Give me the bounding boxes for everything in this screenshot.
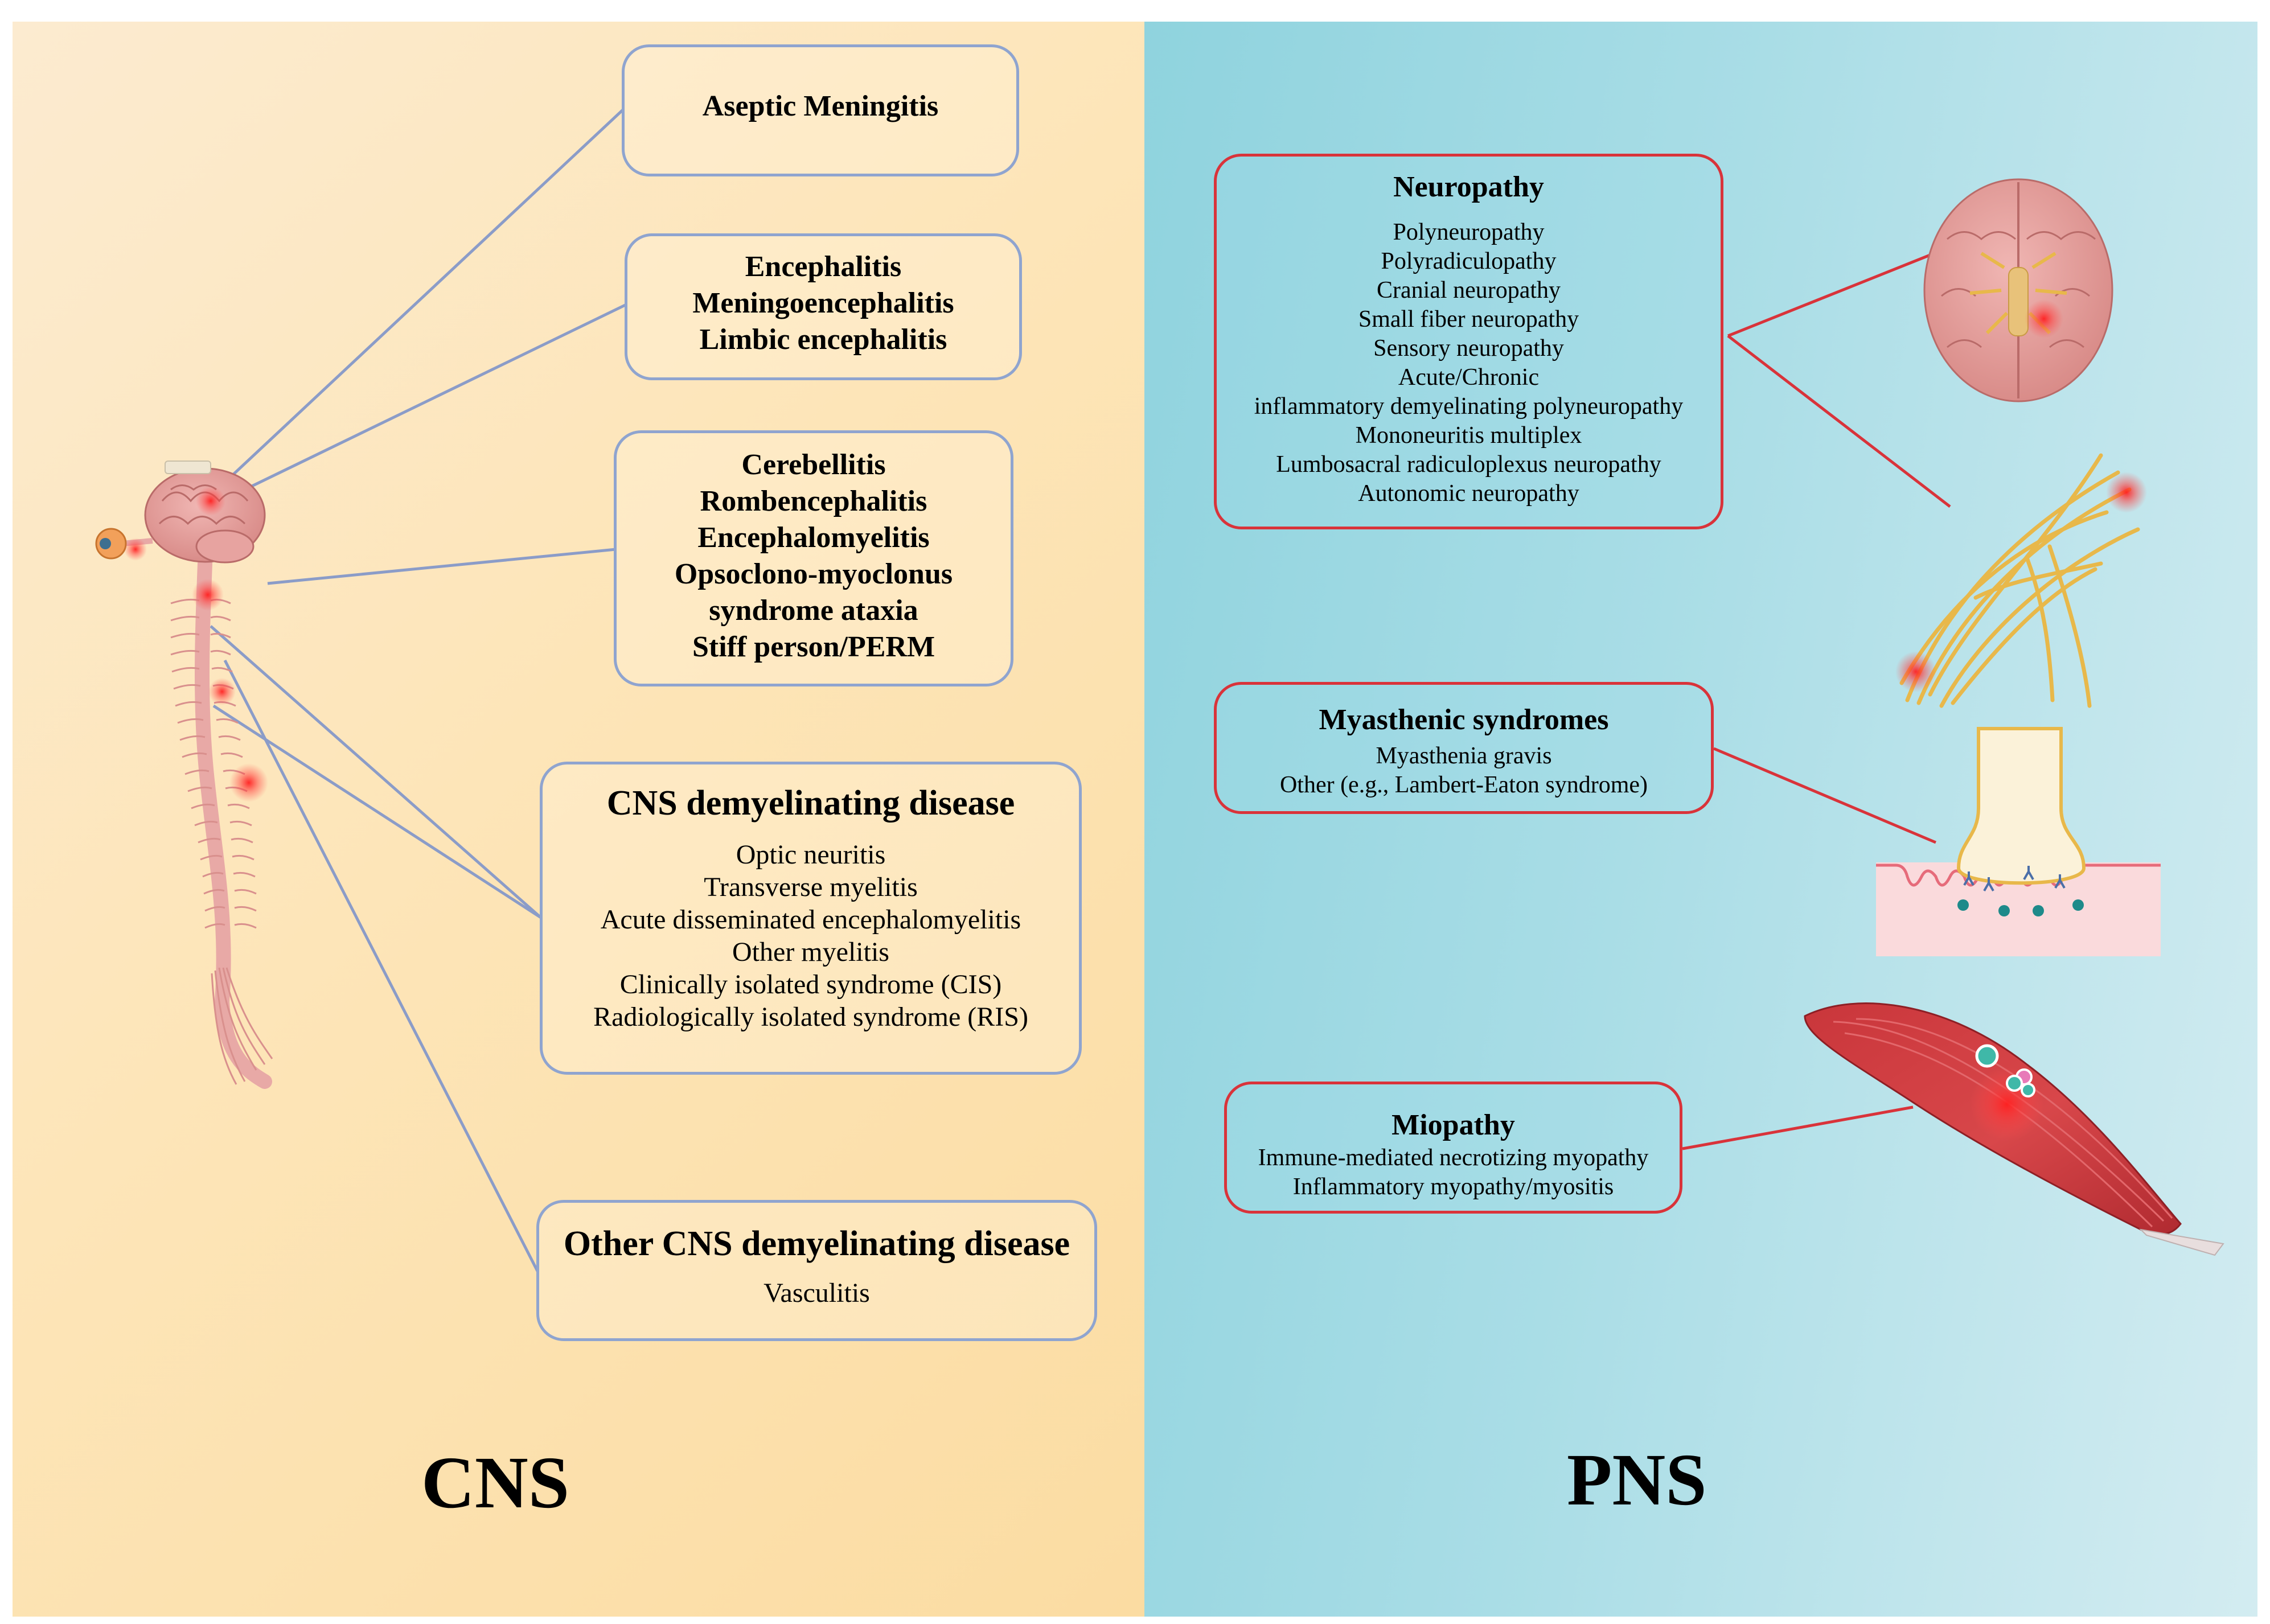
- neuromuscular-junction-figure: [1876, 727, 2161, 956]
- neuropathy-item: Polyneuropathy: [1393, 219, 1545, 245]
- lesion-glow-cervical: [208, 678, 236, 705]
- lesion-glow-muscle: [1970, 1067, 2044, 1141]
- neuropathy-item: Mononeuritis multiplex: [1355, 422, 1582, 449]
- brain-inferior-figure: [1923, 178, 2113, 402]
- cns-label: CNS: [421, 1442, 570, 1524]
- connector-demyelinating-b: [212, 704, 542, 919]
- spinal-cord: [195, 556, 272, 1089]
- cns-demyelinating-title: CNS demyelinating disease: [606, 784, 1015, 823]
- connector-neuropathy-nerve: [1727, 335, 1951, 508]
- neuropathy-item: Cranial neuropathy: [1376, 277, 1561, 303]
- myasthenic-item: Myasthenia gravis: [1376, 743, 1552, 769]
- pns-connectors: [1682, 249, 1951, 1150]
- myasthenic-syndromes-title: Myasthenic syndromes: [1319, 704, 1609, 736]
- neuropathy-box: Neuropathy Polyneuropathy Polyradiculopa…: [1214, 154, 1723, 529]
- immune-cell-4: [2021, 1083, 2035, 1097]
- pns-label: PNS: [1567, 1439, 1707, 1521]
- cns-demyelinating-item: Radiologically isolated syndrome (RIS): [593, 1002, 1028, 1032]
- cns-demyelinating-item: Clinically isolated syndrome (CIS): [619, 969, 1002, 1000]
- myasthenic-syndromes-box: Myasthenic syndromes Myasthenia gravis O…: [1214, 682, 1714, 814]
- neuropathy-item: Polyradiculopathy: [1381, 248, 1557, 274]
- antibodies: [1963, 866, 2066, 891]
- lesion-glow-thoracic: [229, 763, 268, 802]
- lesion-glow-nerve-top: [2106, 472, 2147, 513]
- encephalitis-line: Limbic encephalitis: [699, 323, 947, 356]
- immune-cell-3: [2006, 1075, 2023, 1092]
- connector-cerebellitis: [267, 548, 617, 585]
- miopathy-item: Immune-mediated necrotizing myopathy: [1258, 1145, 1649, 1171]
- cerebellitis-line: Encephalomyelitis: [697, 521, 930, 554]
- neuropathy-item: Sensory neuropathy: [1373, 335, 1564, 361]
- cns-demyelinating-item: Transverse myelitis: [704, 872, 918, 902]
- other-cns-demyelinating-box: Other CNS demyelinating disease Vasculit…: [536, 1200, 1097, 1341]
- other-cns-demyelinating-title: Other CNS demyelinating disease: [563, 1224, 1070, 1263]
- cns-demyelinating-item: Other myelitis: [732, 937, 889, 967]
- cns-demyelinating-box: CNS demyelinating disease Optic neuritis…: [540, 762, 1082, 1075]
- brainstem: [2008, 267, 2029, 336]
- neuropathy-item: Autonomic neuropathy: [1358, 480, 1579, 507]
- connector-miopathy: [1682, 1105, 1914, 1150]
- neuropathy-item: Small fiber neuropathy: [1358, 306, 1579, 332]
- lesion-glow-brain: [196, 486, 225, 516]
- neuropathy-item: Lumbosacral radiculoplexus neuropathy: [1276, 451, 1661, 478]
- aseptic-meningitis-title: Aseptic Meningitis: [702, 90, 939, 122]
- neuropathy-item: Acute/Chronic: [1398, 364, 1540, 390]
- cns-demyelinating-item: Acute disseminated encephalomyelitis: [600, 904, 1021, 935]
- nervous-system-figure: [95, 461, 273, 1089]
- lesion-glow-cranial: [2025, 299, 2063, 338]
- connector-encephalitis: [244, 303, 627, 491]
- lesion-glow-nerve-bottom: [1895, 651, 1936, 692]
- encephalitis-box: Encephalitis Meningoencephalitis Limbic …: [625, 233, 1022, 380]
- cns-panel: [13, 22, 1144, 1617]
- aseptic-meningitis-box: Aseptic Meningitis: [622, 44, 1019, 176]
- muscle-figure: [1804, 1002, 2224, 1256]
- cns-connectors: [204, 108, 627, 1273]
- cranial-nerves: [1969, 252, 2067, 335]
- cerebellitis-line: syndrome ataxia: [709, 594, 918, 627]
- neuropathy-title: Neuropathy: [1393, 171, 1544, 203]
- immune-cell-1: [1975, 1044, 1999, 1068]
- connector-demyelinating-a: [210, 625, 542, 919]
- cerebellitis-box: Cerebellitis Rombencephalitis Encephalom…: [614, 430, 1013, 686]
- lesion-glow-optic: [124, 538, 147, 561]
- connector-aseptic: [204, 108, 625, 502]
- other-cns-demyelinating-item: Vasculitis: [763, 1278, 870, 1308]
- connector-other: [223, 659, 540, 1273]
- cerebellum: [195, 529, 254, 564]
- cerebellitis-line: Opsoclono-myoclonus: [674, 558, 953, 590]
- connector-neuropathy-brain: [1727, 249, 1942, 338]
- cerebellitis-line: Stiff person/PERM: [692, 631, 935, 663]
- cerebellitis-line: Cerebellitis: [741, 449, 886, 481]
- device-on-head: [165, 461, 211, 474]
- myasthenic-item: Other (e.g., Lambert-Eaton syndrome): [1279, 772, 1648, 798]
- nerve-bundle-figure: [1895, 453, 2147, 708]
- eye-pupil: [100, 538, 111, 549]
- brain-gyri: [1941, 231, 2096, 348]
- miopathy-title: Miopathy: [1391, 1109, 1515, 1141]
- encephalitis-line: Encephalitis: [745, 250, 902, 283]
- receptors: [1957, 899, 2084, 916]
- muscle-tendon: [2139, 1228, 2224, 1256]
- cerebellitis-line: Rombencephalitis: [700, 485, 927, 517]
- encephalitis-line: Meningoencephalitis: [692, 287, 954, 319]
- cns-demyelinating-item: Optic neuritis: [736, 840, 886, 870]
- miopathy-item: Inflammatory myopathy/myositis: [1292, 1174, 1614, 1200]
- cauda-equina: [211, 967, 273, 1085]
- neuropathy-item: inflammatory demyelinating polyneuropath…: [1254, 393, 1684, 420]
- connector-myasthenic: [1713, 747, 1936, 844]
- lesion-glow-brainstem: [192, 579, 224, 611]
- miopathy-box: Miopathy Immune-mediated necrotizing myo…: [1224, 1082, 1682, 1214]
- nerve-terminal: [1956, 727, 2086, 885]
